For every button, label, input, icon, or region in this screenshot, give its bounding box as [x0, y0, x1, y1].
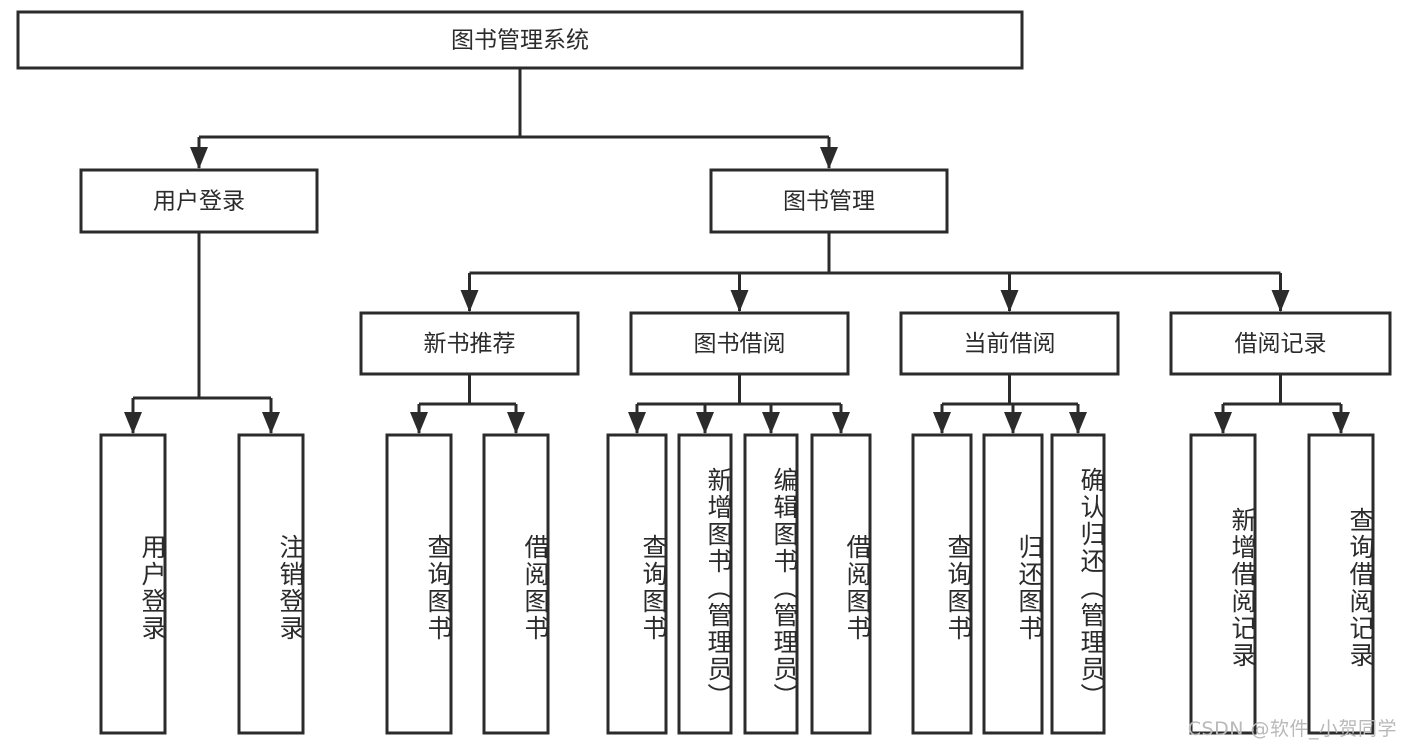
node-box-borrow-record[interactable]: [1169, 311, 1392, 376]
connector-layer: [124, 68, 1350, 434]
arrow-head-icon: [1004, 412, 1022, 434]
arrow-head-icon: [933, 412, 951, 434]
node-label-user-login: 用户登录: [153, 189, 245, 215]
node-box-book-borrow[interactable]: [629, 311, 850, 376]
node-box-leaf-query-book-3[interactable]: [911, 433, 973, 735]
node-box-leaf-user-login[interactable]: [99, 433, 167, 735]
arrow-head-icon: [820, 147, 838, 169]
node-box-leaf-add-record[interactable]: [1189, 433, 1257, 735]
node-box-leaf-confirm-return[interactable]: [1050, 433, 1106, 735]
node-label-current-borrow: 当前借阅: [964, 331, 1056, 357]
arrow-head-icon: [410, 412, 428, 434]
arrow-head-icon: [696, 412, 714, 434]
node-box-leaf-query-book-2[interactable]: [606, 433, 668, 735]
arrow-head-icon: [730, 290, 749, 312]
node-box-leaf-add-book[interactable]: [677, 433, 733, 735]
node-box-leaf-borrow-book-1[interactable]: [482, 433, 550, 735]
node-label-root: 图书管理系统: [451, 28, 589, 54]
arrow-head-icon: [1332, 412, 1350, 434]
node-box-book-manage[interactable]: [709, 168, 949, 234]
node-box-leaf-query-book-1[interactable]: [385, 433, 453, 735]
arrow-head-icon: [190, 147, 208, 169]
node-label-borrow-record: 借阅记录: [1235, 331, 1327, 357]
arrow-head-icon: [1069, 412, 1087, 434]
node-box-leaf-logout-login[interactable]: [237, 433, 305, 735]
node-box-leaf-return-book[interactable]: [982, 433, 1044, 735]
node-box-user-login[interactable]: [79, 168, 319, 234]
arrow-head-icon: [124, 412, 142, 434]
arrow-head-icon: [628, 412, 646, 434]
node-box-leaf-borrow-book-2[interactable]: [810, 433, 872, 735]
node-label-book-manage: 图书管理: [783, 189, 875, 215]
arrow-head-icon: [507, 412, 525, 434]
node-box-root[interactable]: [16, 10, 1024, 70]
node-box-new-book-rec[interactable]: [359, 311, 580, 376]
node-box-layer: [16, 10, 1392, 735]
node-box-leaf-query-record[interactable]: [1307, 433, 1375, 735]
arrow-head-icon: [1271, 290, 1290, 312]
node-label-new-book-rec: 新书推荐: [424, 331, 516, 357]
arrow-head-icon: [1214, 412, 1232, 434]
arrow-head-icon: [832, 412, 850, 434]
csdn-watermark: CSDN @软件_小贺同学: [1187, 718, 1397, 740]
node-label-book-borrow: 图书借阅: [694, 331, 786, 357]
node-box-current-borrow[interactable]: [899, 311, 1120, 376]
arrow-head-icon: [460, 290, 479, 312]
node-box-leaf-edit-book[interactable]: [743, 433, 799, 735]
arrow-head-icon: [262, 412, 280, 434]
arrow-head-icon: [1000, 290, 1019, 312]
arrow-head-icon: [762, 412, 780, 434]
